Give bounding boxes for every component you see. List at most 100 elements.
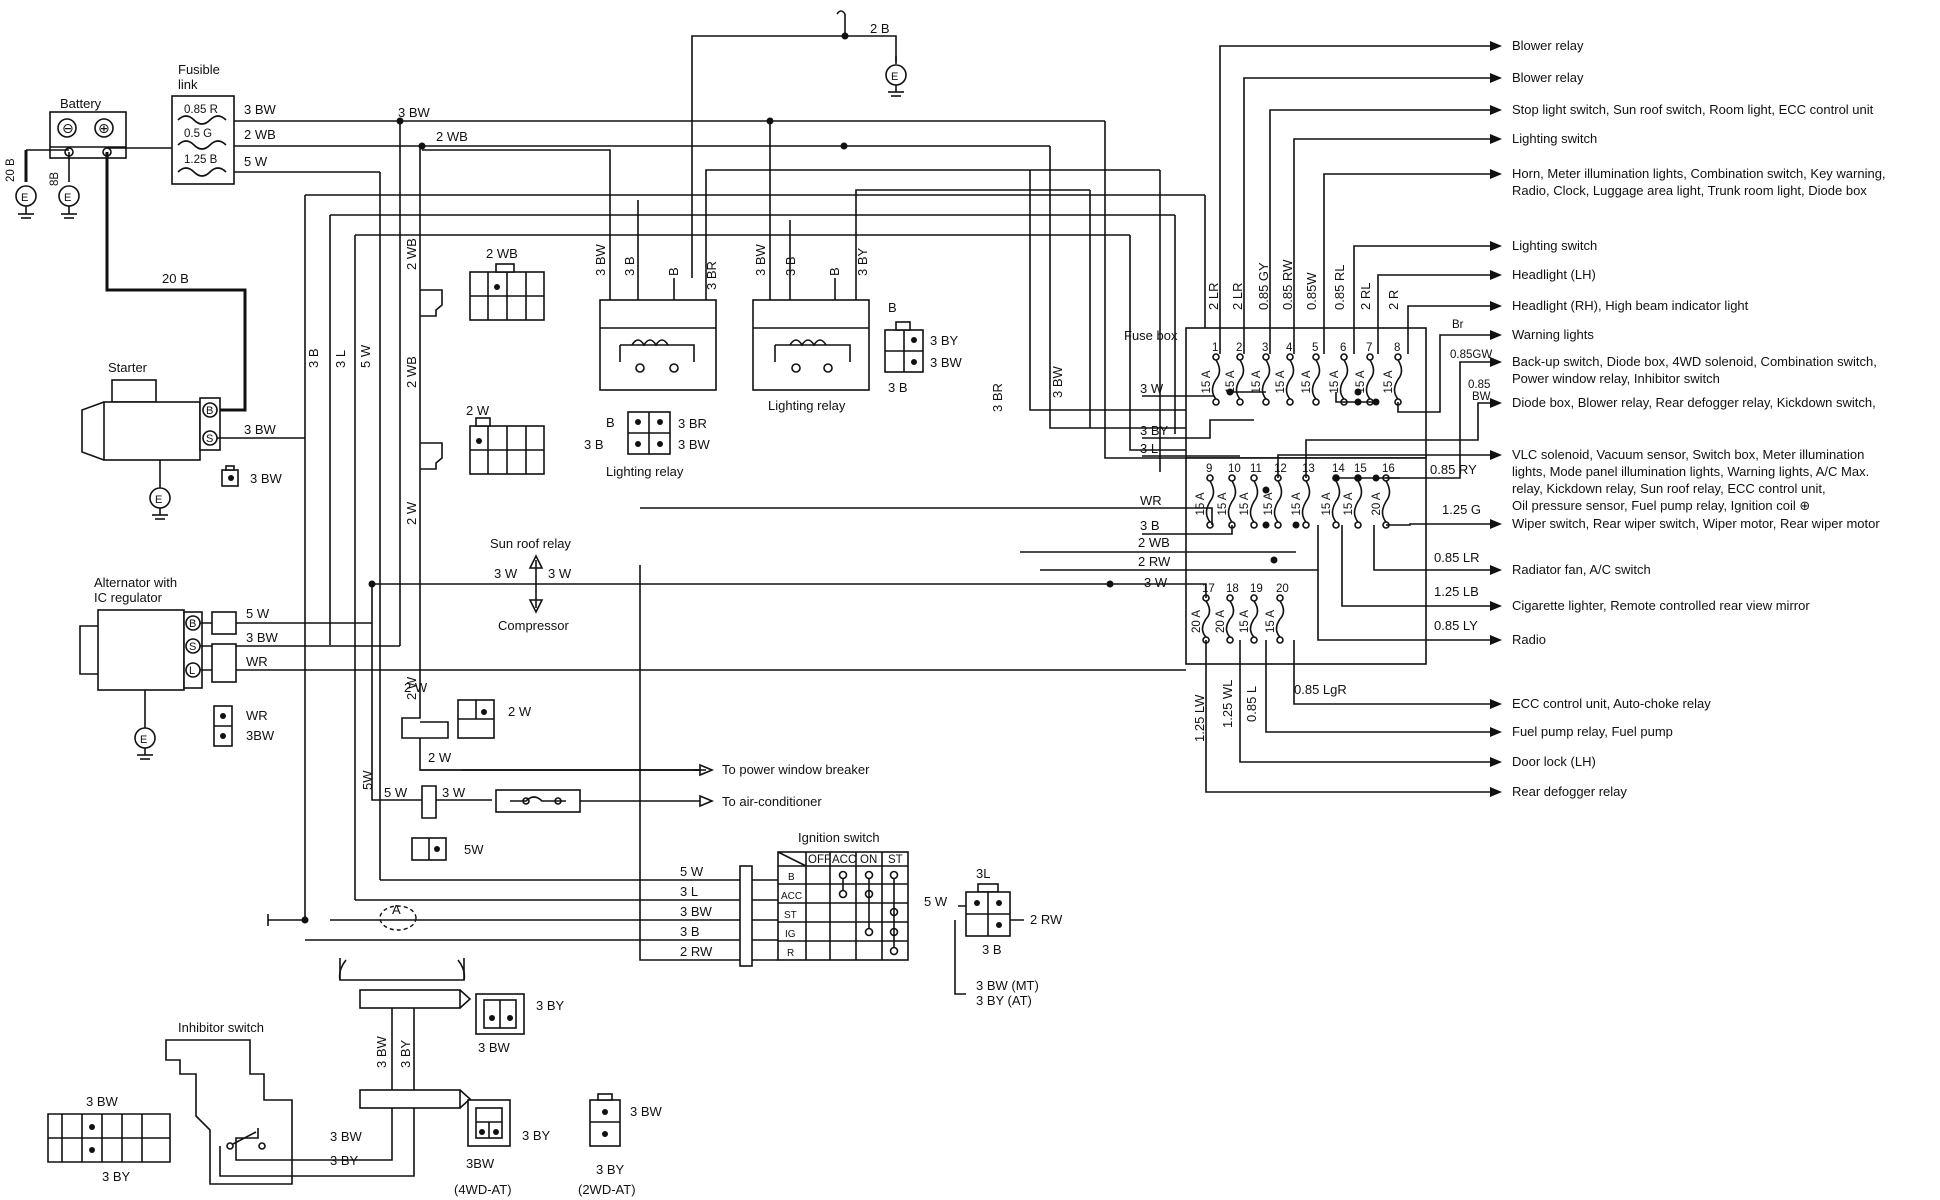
svg-text:3 BY: 3 BY (522, 1128, 551, 1143)
fuse-rating: 15 A (1355, 370, 1367, 393)
destination-label: ECC control unit, Auto-choke relay (1512, 696, 1711, 711)
svg-text:(4WD-AT): (4WD-AT) (454, 1182, 512, 1197)
relay-connector: B 3 B 3 BR 3 BW Lighting relay (584, 411, 711, 479)
arrow-icon (1490, 699, 1502, 709)
fuse-number: 7 (1366, 342, 1372, 354)
ground-icon: E (149, 487, 171, 520)
svg-text:E: E (64, 192, 71, 204)
fuse-number: 12 (1274, 463, 1287, 475)
wire-label: 2 WB (436, 129, 468, 144)
wire-label: 3 B (1140, 518, 1160, 533)
fuse-rating: 20 A (1191, 610, 1203, 633)
fuse-rating: 20 A (1215, 610, 1227, 633)
destination-label: Headlight (RH), High beam indicator ligh… (1512, 298, 1749, 313)
svg-text:2 RW: 2 RW (1030, 912, 1063, 927)
wire-label: 2 WB (244, 127, 276, 142)
svg-text:3 B: 3 B (888, 380, 908, 395)
wire-label: 2 W (428, 750, 452, 765)
lighting-relay-2: Lighting relay (752, 299, 870, 413)
destination-label: Rear defogger relay (1512, 784, 1627, 799)
wire-label: 3 BW (244, 102, 277, 117)
wire-label: WR (246, 654, 268, 669)
fuse-rating: 15 A (1383, 370, 1395, 393)
ground-icon: E (58, 185, 80, 219)
wire-label: 3 BW (753, 243, 768, 276)
arrow-icon (1490, 169, 1502, 179)
wire-label: 3 W (1144, 575, 1168, 590)
destination-label: Power window relay, Inhibitor switch (1512, 371, 1720, 386)
at-connector-4wd: 3 BY 3BW (4WD-AT) (454, 1099, 551, 1197)
svg-text:5W: 5W (464, 842, 484, 857)
wire-label: 3 BW (374, 1035, 389, 1068)
wire-label: WR (1140, 493, 1162, 508)
svg-text:B: B (606, 415, 615, 430)
alternator: Alternator with IC regulator B S L (79, 575, 203, 691)
wire-label: 3 BW (680, 904, 713, 919)
compressor-label: Compressor (498, 618, 569, 633)
fuse-number: 9 (1206, 463, 1212, 475)
wire-label: 0.85 LgR (1294, 682, 1347, 697)
inhibitor-switch: Inhibitor switch 3 BW 3 BY (165, 1020, 363, 1185)
destination-label: Lighting switch (1512, 131, 1597, 146)
svg-text:Lighting relay: Lighting relay (606, 464, 684, 479)
svg-text:3 BY: 3 BY (330, 1153, 359, 1168)
destination-label: Radio, Clock, Luggage area light, Trunk … (1512, 183, 1867, 198)
fuse: 215 A (1225, 342, 1245, 406)
wire-label: 3 L (1140, 441, 1158, 456)
destination-label: Radiator fan, A/C switch (1512, 562, 1651, 577)
svg-text:3 BY: 3 BY (102, 1169, 131, 1184)
battery-minus-icon: ⊖ (62, 120, 74, 136)
svg-text:B: B (189, 618, 196, 630)
svg-text:0.85 R: 0.85 R (184, 104, 218, 116)
wire-label: 0.85 GY (1256, 262, 1271, 310)
svg-text:Alternator with: Alternator with (94, 575, 177, 590)
svg-text:3 BW: 3 BW (930, 355, 963, 370)
wire-label: 2 WB (1138, 535, 1170, 550)
arrow-icon (1490, 241, 1502, 251)
arrow-icon (1490, 330, 1502, 340)
ignition-row-st: ST (784, 910, 797, 921)
arrow-icon (1490, 134, 1502, 144)
destination-label: Radio (1512, 632, 1546, 647)
wire-label: 0.85 RW (1280, 259, 1295, 310)
svg-text:B: B (888, 300, 897, 315)
wire-label: Br (1452, 319, 1464, 331)
wire-label: 3 L (333, 350, 348, 368)
arrow-icon (1490, 757, 1502, 767)
fuse-rating: 15 A (1225, 370, 1237, 393)
arrow-icon (1490, 635, 1502, 645)
svg-text:3 B: 3 B (982, 942, 1002, 957)
fuse: 115 A (1201, 342, 1221, 406)
fuse-rating: 15 A (1343, 492, 1355, 515)
svg-text:3 BW: 3 BW (86, 1094, 119, 1109)
fuse-rating: 15 A (1239, 492, 1251, 515)
destination-label: Headlight (LH) (1512, 267, 1596, 282)
svg-text:3 BY: 3 BY (930, 333, 959, 348)
wire-label: B (666, 267, 681, 276)
wire-label: 3 B (622, 256, 637, 276)
fuse: 915 A (1195, 463, 1215, 529)
svg-text:3 BW: 3 BW (478, 1040, 511, 1055)
fuse-box: Fuse box 3 W 3 BY 3 L WR 3 B 2 WB 2 RW 3… (1124, 327, 1427, 665)
alternator-connector: WR 3BW (213, 705, 275, 747)
arrow-icon (1490, 41, 1502, 51)
svg-text:1.25 B: 1.25 B (184, 154, 218, 166)
fuse: 515 A (1301, 342, 1321, 406)
fuse-number: 3 (1262, 342, 1268, 354)
ground-icon: E (885, 56, 907, 97)
ignition-row-b: B (788, 872, 795, 883)
inhibitor-connector: 3 BY 3 BW (475, 993, 565, 1055)
wire-label: 2 WB (404, 356, 419, 388)
fuse-number: 1 (1212, 342, 1218, 354)
fuse-number: 13 (1302, 463, 1315, 475)
svg-text:3 BR: 3 BR (678, 416, 707, 431)
at-connector-2wd: 3 BW 3 BY (2WD-AT) (578, 1093, 663, 1197)
ignition-row-acc: ACC (781, 891, 802, 902)
destination-air-conditioner: To air-conditioner (722, 794, 822, 809)
fuse-rating: 15 A (1329, 370, 1341, 393)
svg-text:3 BY: 3 BY (596, 1162, 625, 1177)
